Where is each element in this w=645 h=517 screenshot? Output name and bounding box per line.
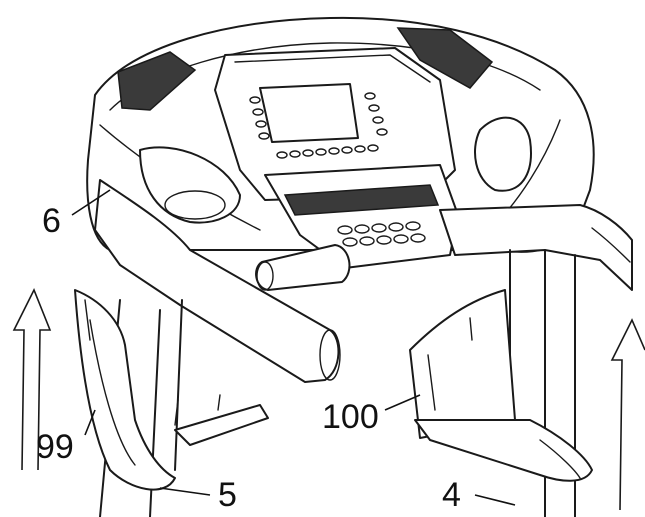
callout-right-cover-number: 100 <box>322 398 379 436</box>
left-button-column <box>249 96 270 140</box>
callout-console-number: 6 <box>42 202 61 240</box>
right-cup-holder <box>474 116 532 192</box>
callout-leaders <box>71 189 516 506</box>
right-upright-cover <box>409 289 516 439</box>
right-base-cover <box>414 419 593 482</box>
right-up-arrow <box>610 318 645 511</box>
left-handrail <box>94 179 341 383</box>
center-grip-bar <box>255 244 351 291</box>
right-speaker-grill <box>396 27 494 89</box>
callout-left-cover-number: 99 <box>36 428 74 466</box>
left-upright-cover <box>74 289 176 491</box>
button-row <box>276 144 379 159</box>
keypad <box>337 221 426 247</box>
left-up-arrow <box>12 288 52 471</box>
right-button-column <box>364 92 388 136</box>
callout-right-bolt-number: 4 <box>442 476 461 514</box>
callout-left-bolt-number: 5 <box>218 476 237 514</box>
left-speaker-grill <box>117 51 197 111</box>
left-cup-holder <box>139 146 241 224</box>
lower-console <box>264 164 459 269</box>
right-handrail <box>439 204 633 291</box>
display-screen <box>259 83 359 143</box>
left-bracket <box>174 394 269 446</box>
